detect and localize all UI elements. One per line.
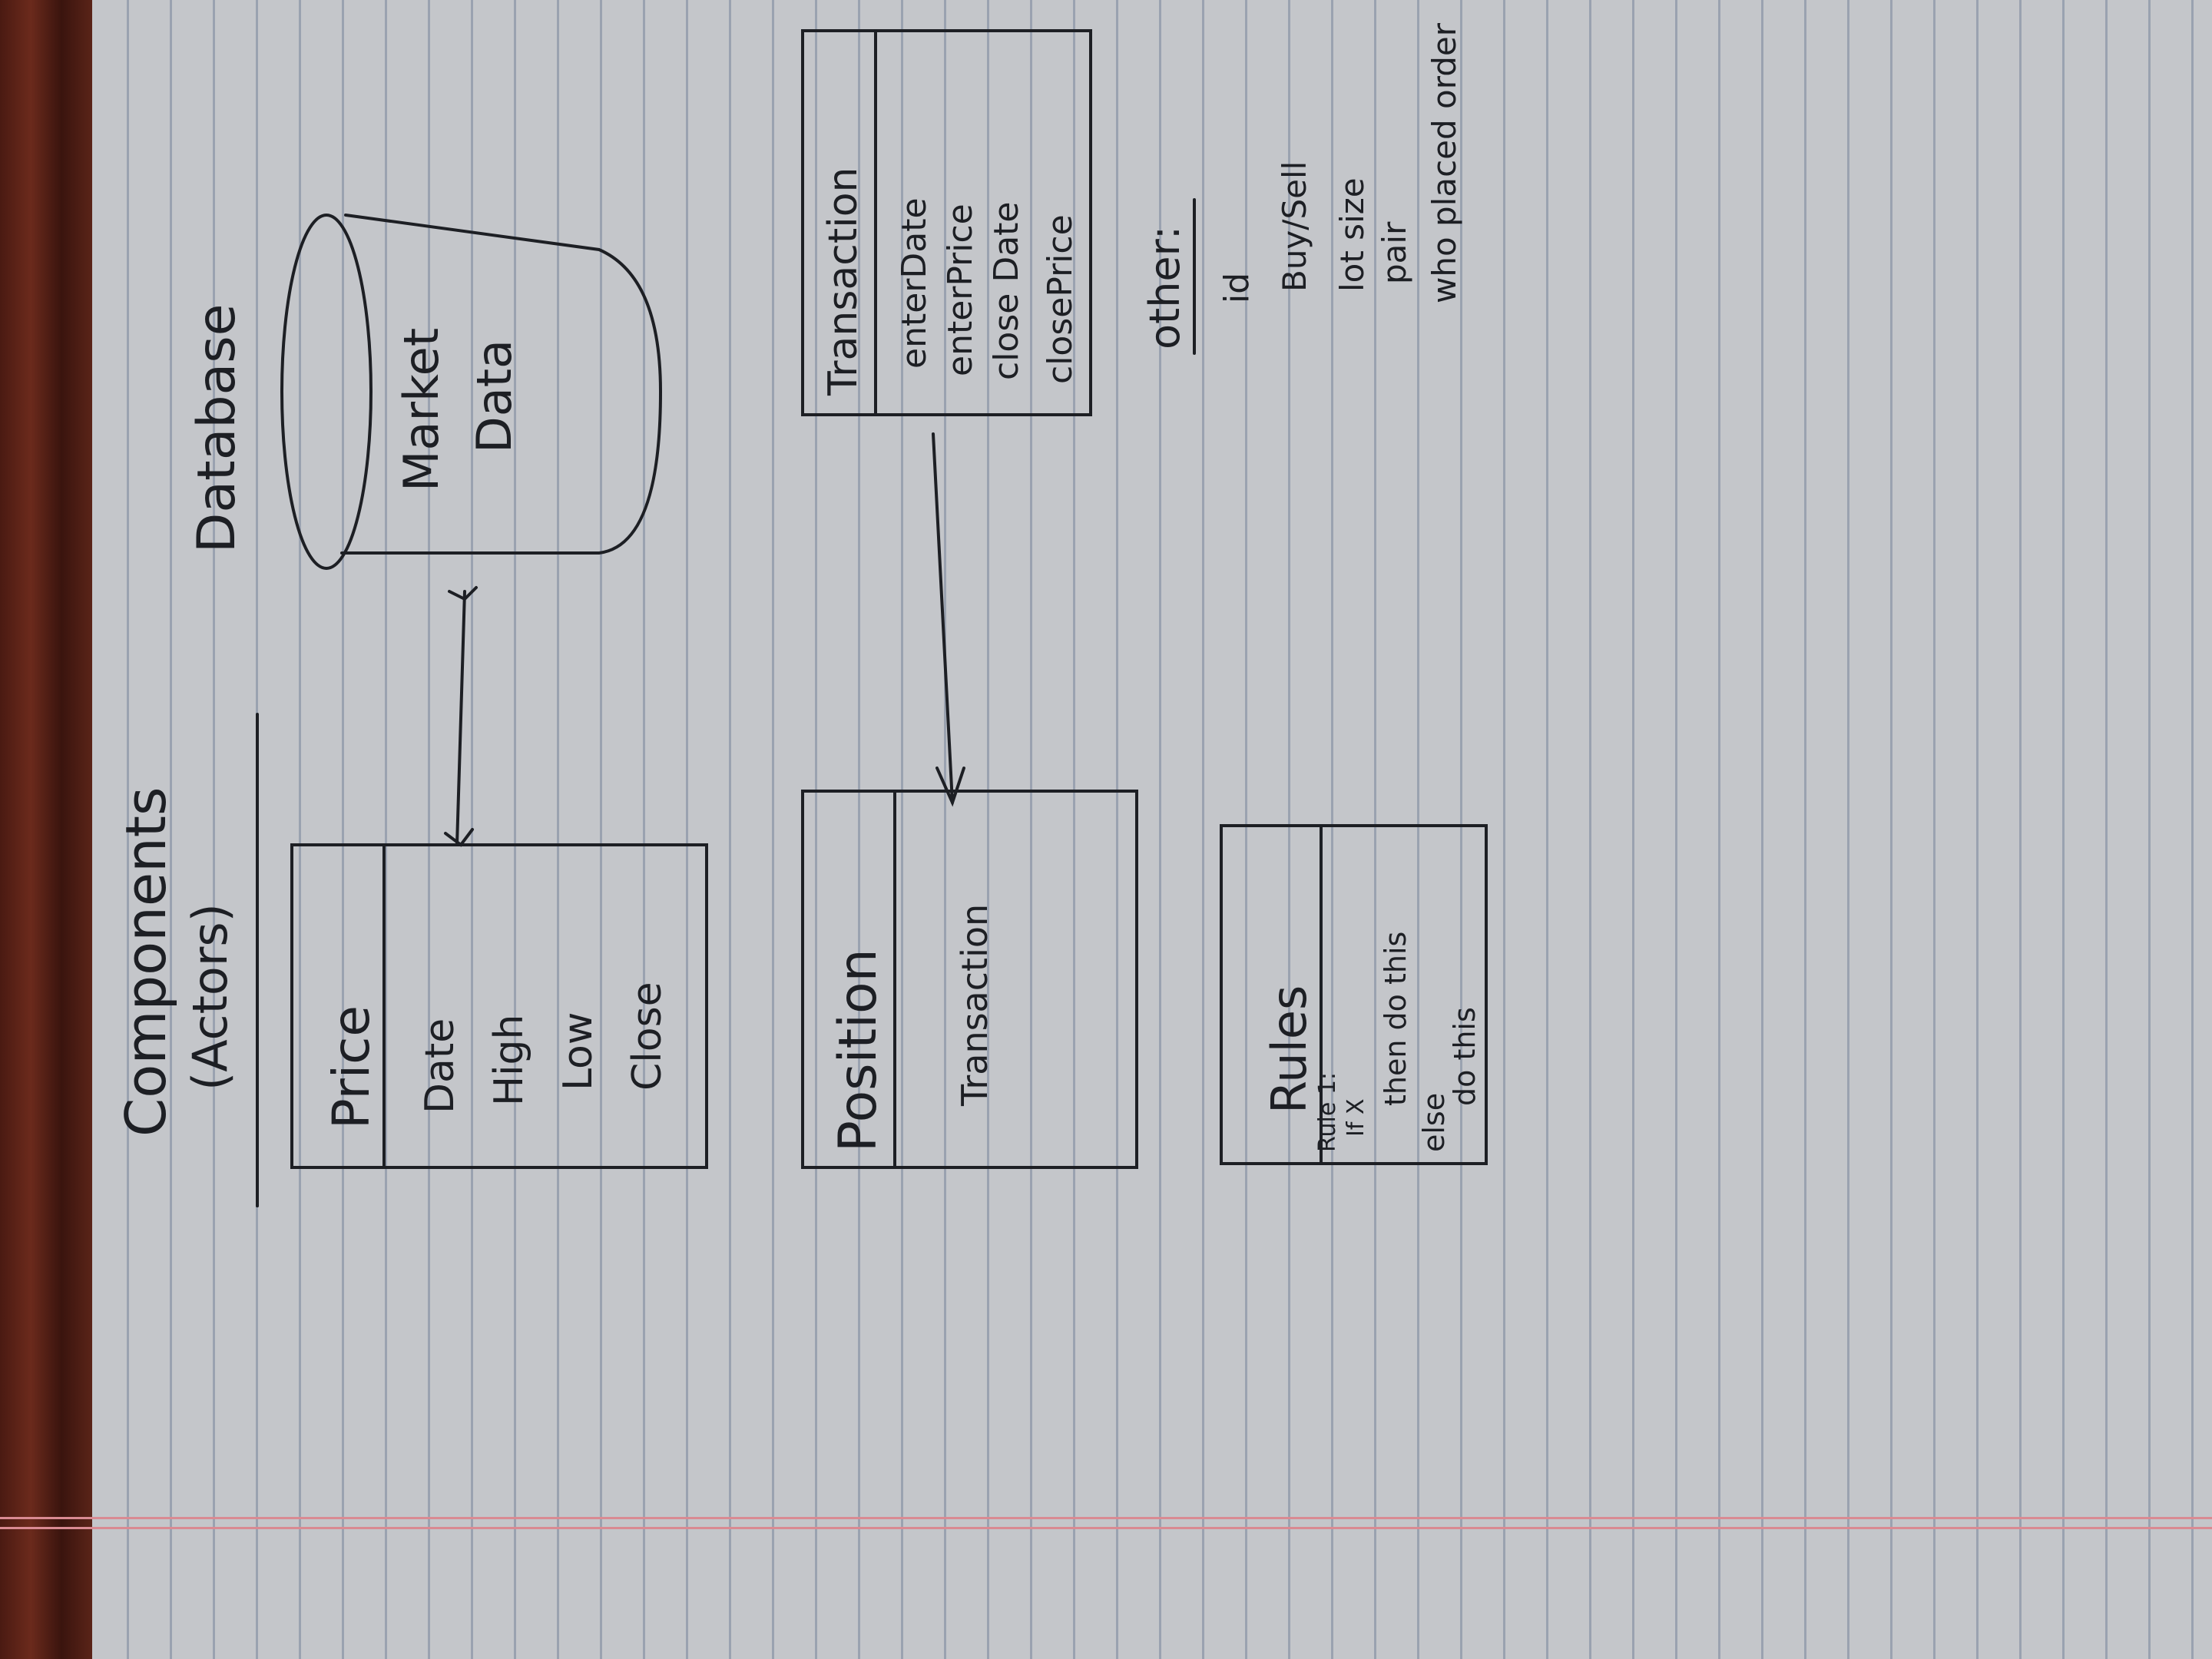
transaction-field-closeprice: closePrice [1041,214,1080,384]
other-item-id: id [1217,273,1257,303]
market-data-line2: Data [466,339,522,453]
database-cylinder-body [340,214,663,555]
transaction-title: Transaction [820,167,866,396]
position-box [801,790,1138,1169]
rules-sub: Rule 1: [1314,1072,1341,1152]
database-label: Database [187,304,247,553]
transaction-field-enterprice: enterPrice [941,204,980,376]
rules-title: Rules [1261,985,1317,1114]
transaction-box [801,29,1092,416]
price-field-close: Close [624,982,671,1091]
arrow-price-database [455,590,466,846]
other-item-buysell: Buy/Sell [1276,161,1313,292]
heading-line1: Components [114,786,178,1137]
database-cylinder-top [280,214,373,570]
rules-line-then: then do this [1379,932,1412,1106]
rules-line-do: do this [1448,1007,1482,1106]
desk-edge [0,0,92,1659]
other-item-pair: pair [1376,221,1413,284]
rules-line-if: If X [1343,1099,1369,1137]
arrow-transaction-position [932,432,954,804]
position-field-transaction: Transaction [954,904,995,1107]
price-box [290,843,708,1169]
transaction-field-enterdate: enterDate [895,197,934,369]
position-title: Position [828,949,889,1152]
transaction-field-closedate: close Date [987,202,1026,380]
rules-box [1220,824,1488,1165]
market-data-line1: Market [393,328,449,492]
price-field-date: Date [417,1018,463,1114]
other-item-lotsize: lot size [1333,177,1371,292]
other-item-who: who placed order [1426,22,1463,303]
price-title: Price [322,1005,381,1129]
price-field-high: High [486,1014,532,1106]
heading-line2: (Actors) [182,903,238,1091]
rules-line-else: else [1417,1093,1451,1152]
price-field-low: Low [555,1012,601,1091]
margin-line [0,1517,2212,1529]
other-label: other: [1141,226,1189,349]
